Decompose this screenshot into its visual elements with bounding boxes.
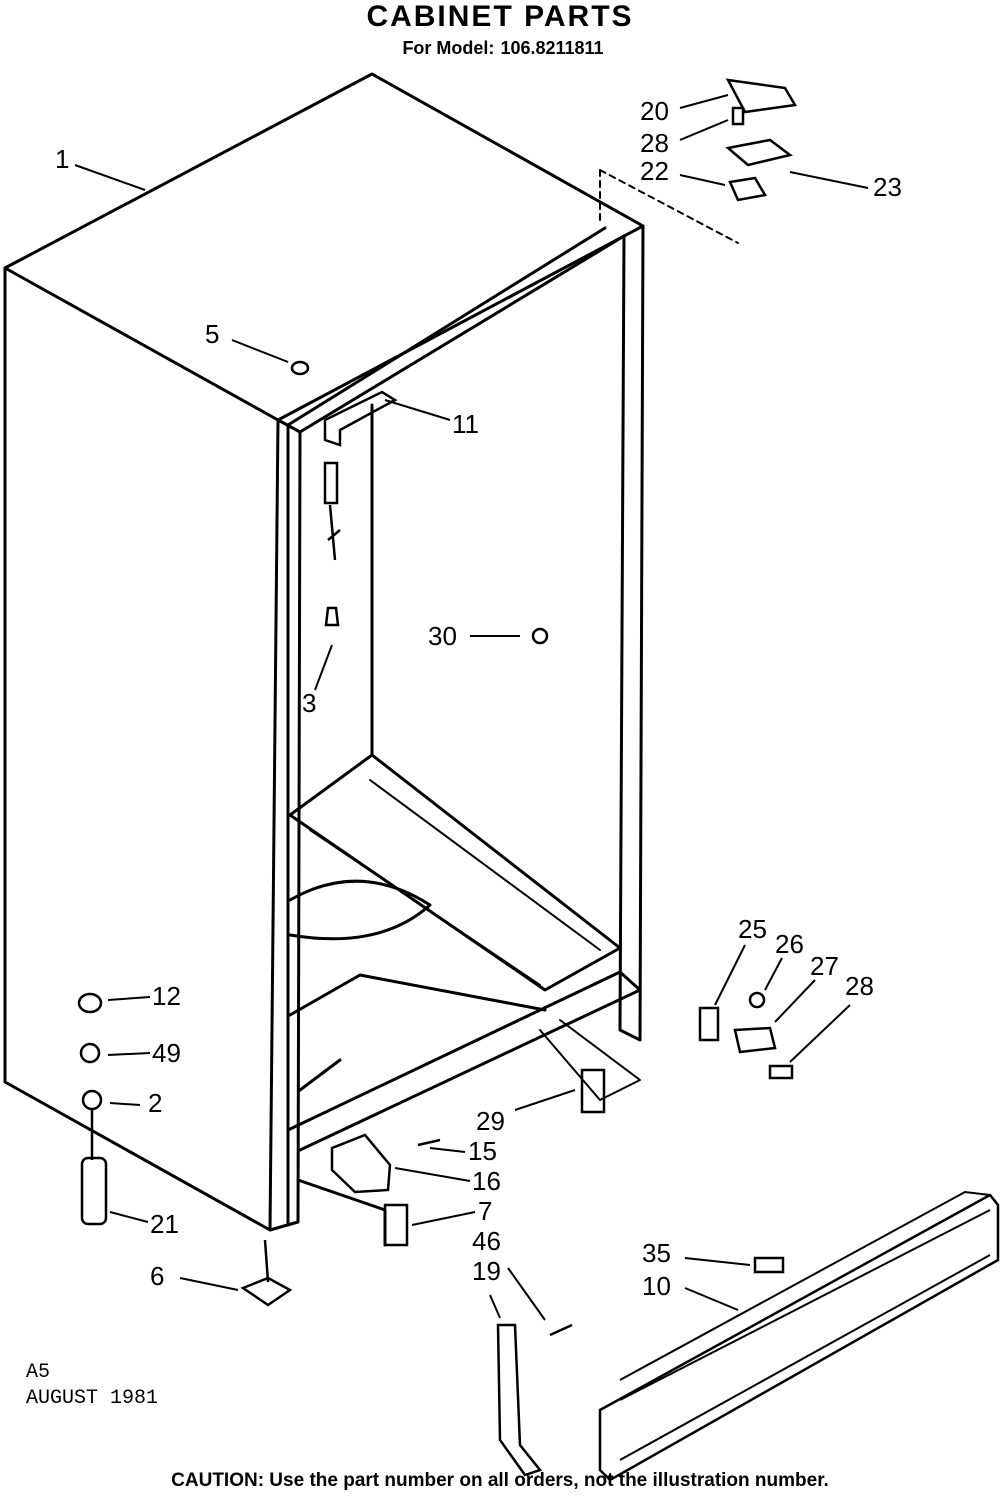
part-3-screw [324, 606, 340, 627]
revision-code: A5 [26, 1361, 51, 1384]
part-switch [323, 461, 339, 505]
page-title: CABINET PARTS [366, 0, 634, 33]
part-46-screw [549, 1323, 573, 1337]
callout-20: 20 [640, 96, 669, 126]
callout-35: 35 [642, 1238, 671, 1268]
part-11-bracket [323, 390, 398, 447]
front-top-rail [298, 234, 626, 434]
callout-30: 30 [428, 621, 457, 651]
part-23-hinge [725, 138, 793, 167]
callout-2: 2 [148, 1088, 162, 1118]
revision-block: A5 AUGUST 1981 [26, 1360, 158, 1412]
part-12-cap [77, 992, 103, 1014]
callout-16: 16 [472, 1166, 501, 1196]
part-19-bracket [496, 1323, 543, 1477]
evaporator-pan [288, 753, 622, 992]
callout-11: 11 [452, 409, 479, 439]
front-bottom-rail [286, 970, 642, 1152]
caution-note: CAUTION: Use the part number on all orde… [171, 1470, 829, 1491]
callout-19: 19 [472, 1256, 501, 1286]
callout-26: 26 [775, 929, 804, 959]
callout-46: 46 [472, 1226, 501, 1256]
callout-12: 12 [152, 981, 181, 1011]
part-21-spring [80, 1156, 108, 1226]
part-20-cap [725, 78, 798, 114]
part-28-top [731, 106, 745, 126]
model-line: For Model:106.8211811 [0, 38, 1000, 59]
callout-23: 23 [873, 172, 902, 202]
model-label: For Model: [402, 38, 495, 58]
part-25-bracket [698, 1006, 720, 1042]
callout-25: 25 [738, 914, 767, 944]
callout-10: 10 [642, 1271, 671, 1301]
callout-28-bottom: 28 [845, 971, 874, 1001]
callout-28-top: 28 [640, 128, 669, 158]
callout-21: 21 [150, 1209, 179, 1239]
part-49-nut [79, 1042, 101, 1064]
callout-6: 6 [150, 1261, 164, 1291]
part-28-screw [768, 1064, 794, 1080]
callout-1: 1 [55, 144, 69, 174]
cabinet-left-side [3, 266, 280, 1232]
part-35-clip [753, 1256, 785, 1274]
part-16-block [330, 1133, 392, 1194]
revision-date: AUGUST 1981 [26, 1387, 159, 1410]
model-number: 106.8211811 [500, 38, 604, 58]
part-30-nut [531, 627, 549, 645]
callout-27: 27 [810, 951, 839, 981]
part-26-washer [748, 991, 766, 1009]
part-29-plate [580, 1068, 606, 1114]
part-15-screw [417, 1138, 441, 1147]
callout-22: 22 [640, 156, 669, 186]
callout-3: 3 [302, 688, 316, 718]
part-27-hinge [733, 1026, 777, 1054]
part-7-clip [383, 1203, 409, 1247]
callout-49: 49 [152, 1038, 181, 1068]
callout-29: 29 [476, 1106, 505, 1136]
part-6-leveler [240, 1276, 293, 1307]
callout-7: 7 [478, 1196, 492, 1226]
part-22-shim [728, 176, 767, 202]
front-frame-right [618, 224, 645, 1042]
callout-labels: 1 5 11 3 30 20 28 22 23 12 49 2 21 6 15 … [55, 96, 902, 1301]
callout-5: 5 [205, 319, 219, 349]
callout-15: 15 [468, 1136, 497, 1166]
part-2-bushing [81, 1089, 103, 1111]
part-5-plug [290, 360, 310, 376]
cabinet-top [3, 72, 645, 422]
